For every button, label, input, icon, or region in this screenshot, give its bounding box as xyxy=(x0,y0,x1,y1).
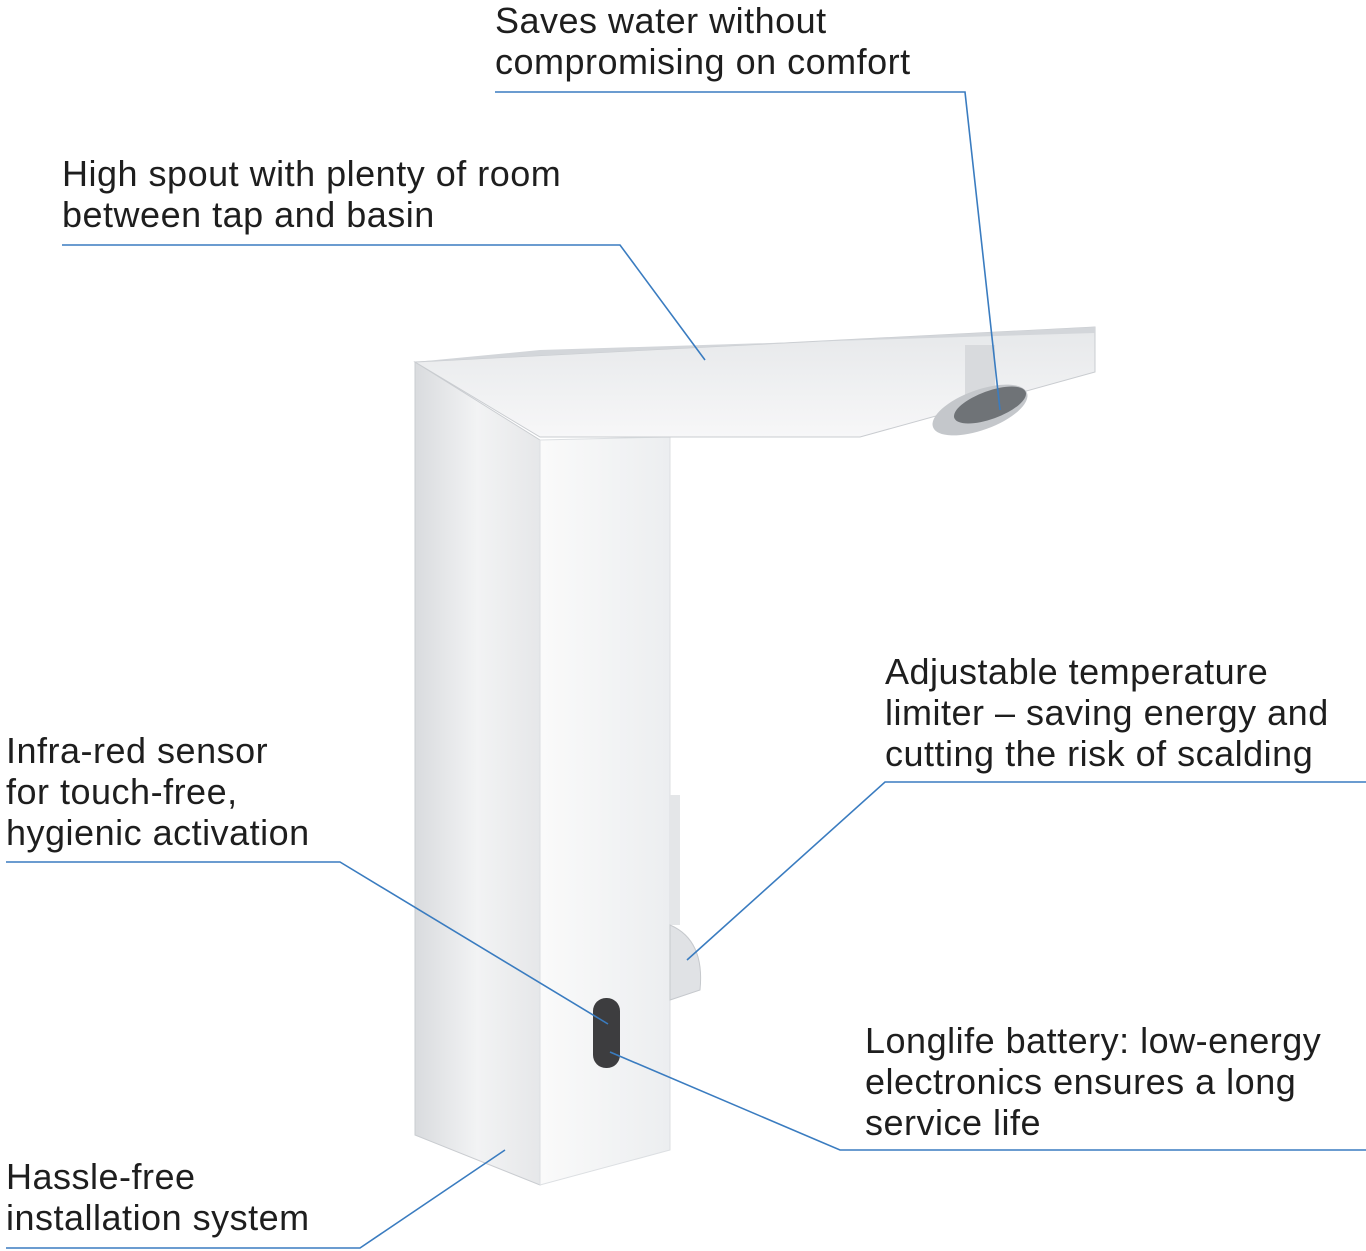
callout-line-installation xyxy=(6,1149,506,1249)
aerator xyxy=(932,384,1028,436)
callout-installation: Hassle-free installation system xyxy=(6,1156,310,1238)
callout-text: Saves water without xyxy=(495,0,827,41)
callout-text: limiter – saving energy and xyxy=(885,692,1329,733)
callout-text: electronics ensures a long xyxy=(865,1061,1297,1102)
callout-line-sensor xyxy=(6,861,609,1025)
callout-line-high-spout xyxy=(62,244,706,361)
callout-temperature: Adjustable temperature limiter – saving … xyxy=(885,651,1329,774)
callout-text: cutting the risk of scalding xyxy=(885,733,1314,774)
callout-text: Hassle-free xyxy=(6,1156,196,1197)
callout-text: for touch-free, xyxy=(6,771,238,812)
callout-text: Adjustable temperature xyxy=(885,651,1269,692)
infrared-sensor xyxy=(593,998,620,1068)
callout-lines xyxy=(6,91,1366,1249)
faucet-body-front xyxy=(414,361,541,1186)
callout-water-saving: Saves water without compromising on comf… xyxy=(495,0,911,82)
callout-line-water-saving xyxy=(495,91,1001,411)
callout-text: between tap and basin xyxy=(62,194,435,235)
temperature-limiter-knob xyxy=(669,795,702,1001)
callout-text: High spout with plenty of room xyxy=(62,153,562,194)
callout-line-temperature xyxy=(686,781,1366,961)
callout-battery: Longlife battery: low-energy electronics… xyxy=(865,1020,1321,1143)
callout-text: Longlife battery: low-energy xyxy=(865,1020,1322,1061)
callout-sensor: Infra-red sensor for touch-free, hygieni… xyxy=(6,730,310,853)
faucet-body-side xyxy=(539,436,671,1186)
callout-line-battery xyxy=(609,1051,1366,1151)
callout-text: service life xyxy=(865,1102,1042,1143)
callout-text: compromising on comfort xyxy=(495,41,911,82)
callout-high-spout: High spout with plenty of room between t… xyxy=(62,153,561,235)
callout-text: Infra-red sensor xyxy=(6,730,269,771)
callout-text: installation system xyxy=(6,1197,310,1238)
callout-text: hygienic activation xyxy=(6,812,310,853)
